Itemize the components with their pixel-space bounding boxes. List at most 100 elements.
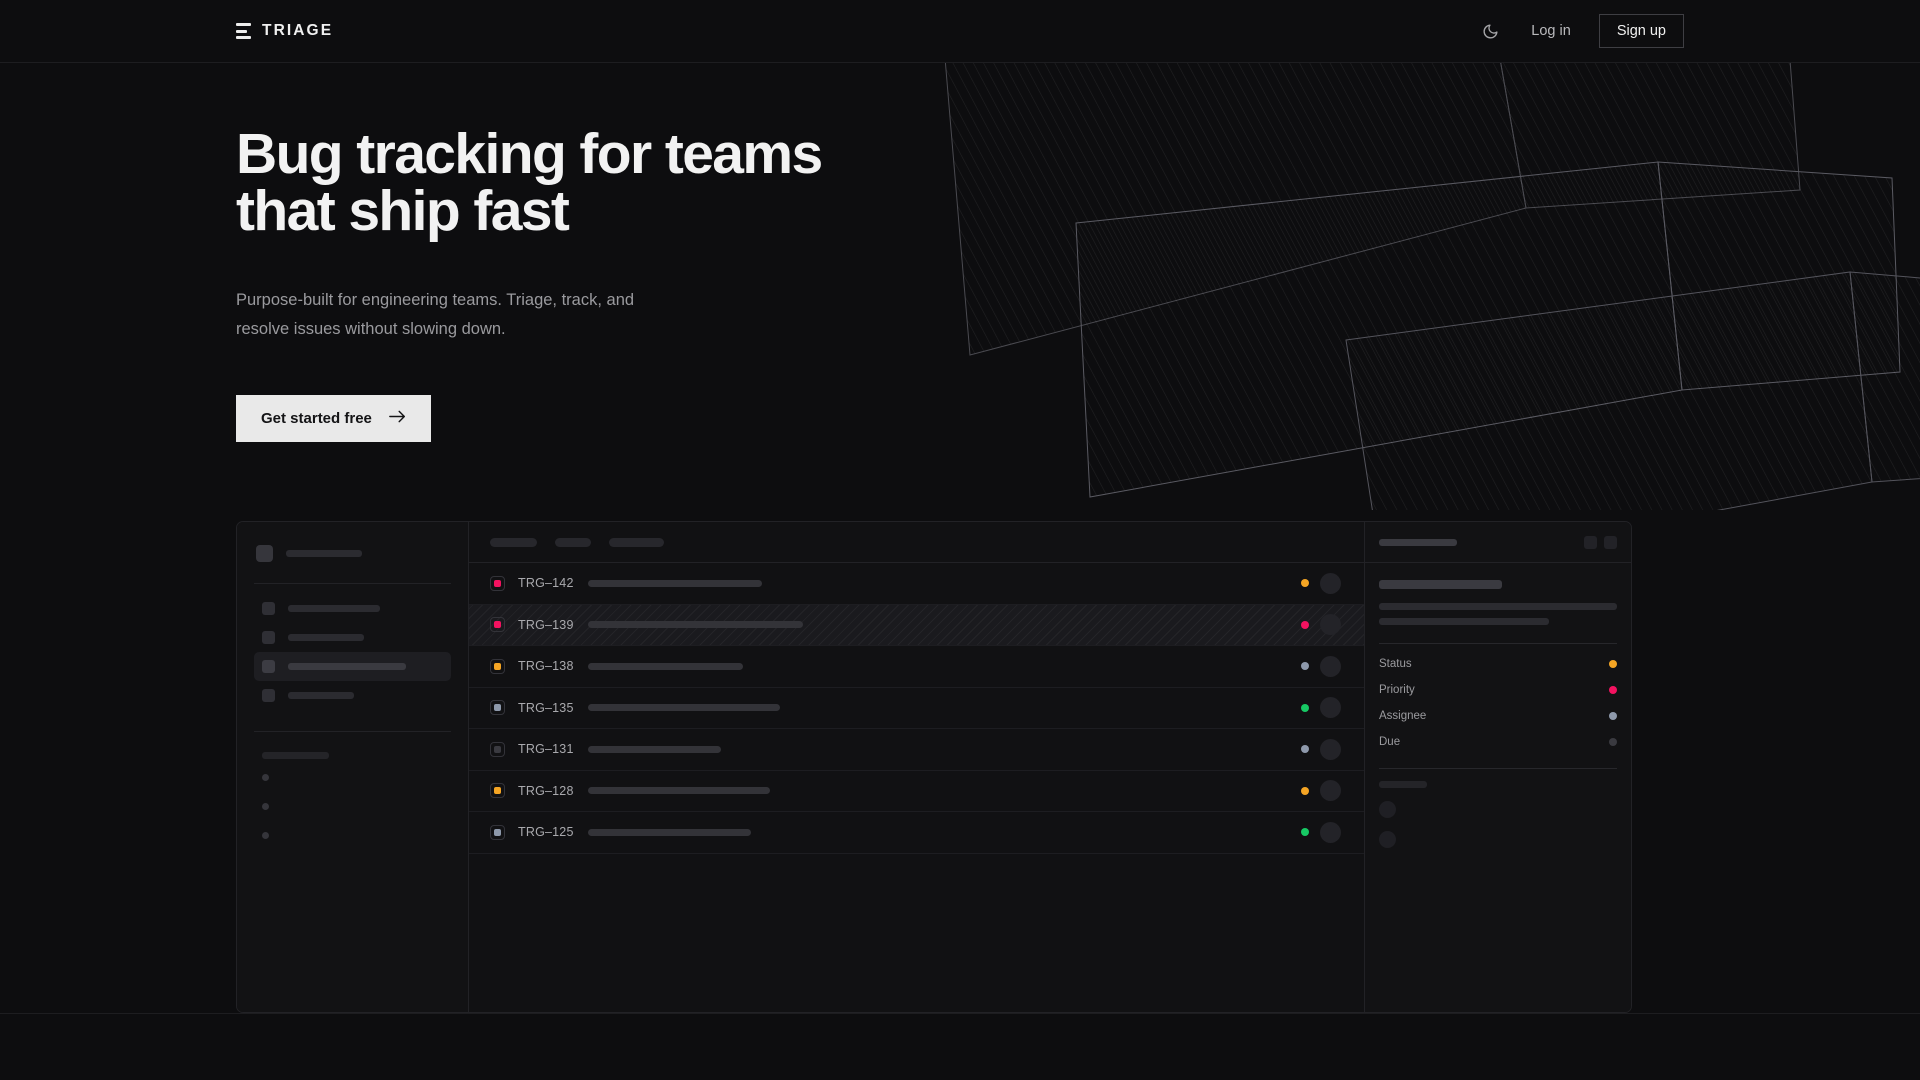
project-dot-icon <box>262 774 269 781</box>
table-row[interactable]: TRG–125 <box>469 812 1364 854</box>
avatar <box>1320 821 1341 843</box>
issue-list-tab[interactable] <box>609 537 664 547</box>
arrow-right-icon <box>389 410 406 427</box>
row-meta <box>1301 572 1364 594</box>
issue-title-skeleton <box>588 621 803 629</box>
decorative-hatched-panels <box>920 29 1920 573</box>
table-row[interactable]: TRG–142 <box>469 563 1364 605</box>
issue-id: TRG–125 <box>518 825 574 840</box>
detail-divider <box>1379 643 1617 644</box>
detail-comments <box>1379 769 1617 848</box>
avatar <box>1320 572 1341 594</box>
detail-header-button[interactable] <box>1604 535 1617 549</box>
issue-id: TRG–131 <box>518 742 574 757</box>
detail-header-button[interactable] <box>1584 535 1597 549</box>
sidebar-item-icon <box>262 660 275 673</box>
priority-indicator-icon <box>490 575 505 591</box>
signup-button[interactable]: Sign up <box>1598 14 1684 48</box>
table-row[interactable]: TRG–135 <box>469 688 1364 729</box>
issue-list-tab[interactable] <box>490 537 537 547</box>
row-meta <box>1301 821 1364 843</box>
detail-text-skeletons <box>1379 603 1617 625</box>
issue-id: TRG–138 <box>518 659 574 674</box>
moon-icon[interactable] <box>1477 18 1503 44</box>
stacked-bars-logo-icon <box>236 23 251 39</box>
issue-title-skeleton <box>588 828 751 836</box>
sidebar-divider-top <box>254 583 451 584</box>
issue-id: TRG–128 <box>518 783 574 798</box>
comment-avatar <box>1379 801 1396 818</box>
workspace-switcher[interactable] <box>254 541 451 562</box>
meta-value-dot-icon <box>1609 686 1617 694</box>
table-row[interactable]: TRG–131 <box>469 729 1364 771</box>
comments-label-skeleton <box>1379 781 1427 788</box>
sidebar-item-3[interactable] <box>254 681 451 710</box>
brand-name: TRIAGE <box>262 22 334 39</box>
sidebar-item-label-skeleton <box>288 634 364 641</box>
detail-title-skeleton <box>1379 580 1502 589</box>
sidebar-project-item[interactable] <box>254 821 451 850</box>
brand-logo[interactable]: TRIAGE <box>236 22 333 40</box>
sidebar-project-item[interactable] <box>254 792 451 821</box>
priority-indicator-icon <box>490 783 505 799</box>
hero-title: Bug tracking for teams that ship fast <box>236 122 823 243</box>
sidebar-item-1[interactable] <box>254 623 451 652</box>
meta-row-priority[interactable]: Priority <box>1379 670 1617 696</box>
status-dot-icon <box>1301 620 1309 629</box>
detail-divider-comments <box>1379 768 1617 769</box>
issue-title-skeleton <box>588 787 770 795</box>
sidebar-item-icon <box>262 689 275 702</box>
comment-avatar <box>1379 831 1396 848</box>
detail-text-line-skeleton <box>1379 618 1549 625</box>
sidebar-divider-bottom <box>254 731 451 732</box>
sidebar-item-2[interactable] <box>254 652 451 681</box>
get-started-button[interactable]: Get started free <box>236 395 431 442</box>
project-dot-icon <box>262 832 269 839</box>
issue-list-tab[interactable] <box>555 537 591 547</box>
row-meta <box>1301 614 1364 636</box>
avatar <box>1320 738 1341 760</box>
status-dot-icon <box>1301 662 1309 671</box>
login-link[interactable]: Log in <box>1531 23 1571 39</box>
avatar <box>1320 614 1341 636</box>
issue-title-skeleton <box>588 579 762 587</box>
status-dot-icon <box>1301 745 1309 754</box>
status-dot-icon <box>1301 786 1309 795</box>
issue-title-skeleton <box>588 662 743 670</box>
meta-row-due[interactable]: Due <box>1379 722 1617 748</box>
table-row[interactable]: TRG–128 <box>469 771 1364 812</box>
sidebar-item-label-skeleton <box>288 605 380 612</box>
issue-title-skeleton <box>588 704 780 712</box>
table-row[interactable]: TRG–138 <box>469 646 1364 688</box>
meta-value-dot-icon <box>1609 660 1617 668</box>
avatar <box>1320 780 1341 802</box>
detail-header <box>1365 522 1631 563</box>
status-dot-icon <box>1301 703 1309 712</box>
avatar <box>1320 697 1341 719</box>
row-meta <box>1301 655 1364 677</box>
row-meta <box>1301 697 1364 719</box>
sidebar-item-0[interactable] <box>254 594 451 623</box>
priority-indicator-icon <box>490 700 505 716</box>
comment-avatars <box>1379 801 1617 848</box>
meta-label: Due <box>1379 736 1401 748</box>
meta-row-status[interactable]: Status <box>1379 644 1617 670</box>
detail-text-line-skeleton <box>1379 603 1617 610</box>
sidebar-project-item[interactable] <box>254 763 451 792</box>
meta-label: Priority <box>1379 684 1415 696</box>
table-row[interactable]: TRG–139 <box>469 604 1364 646</box>
issue-title-skeleton <box>588 745 721 753</box>
section-label-skeleton <box>262 752 329 759</box>
sidebar-project-list <box>254 763 451 850</box>
priority-indicator-icon <box>490 741 505 757</box>
meta-row-assignee[interactable]: Assignee <box>1379 696 1617 722</box>
meta-value-dot-icon <box>1609 712 1617 720</box>
status-dot-icon <box>1301 579 1309 588</box>
meta-value-dot-icon <box>1609 738 1617 746</box>
